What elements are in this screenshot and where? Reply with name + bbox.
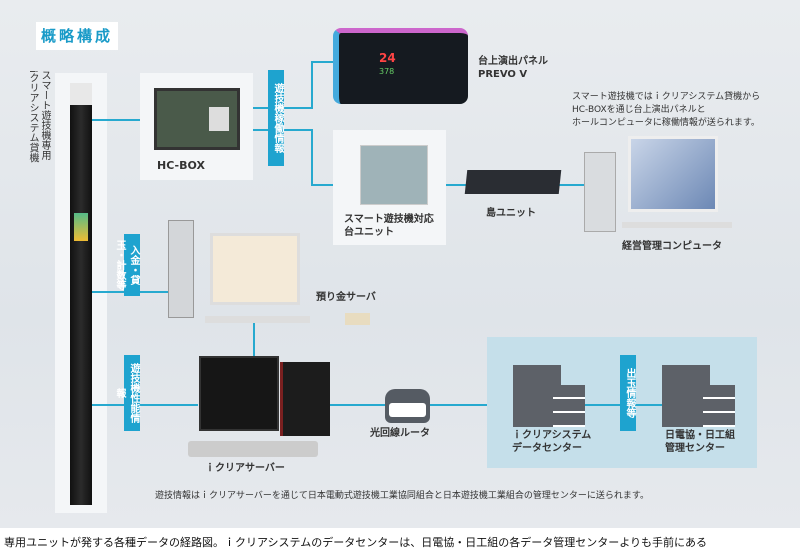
mgmt-center-server-icon <box>703 385 735 427</box>
deposit-server-label: 預り金サーバ <box>316 292 376 303</box>
iclear-server-label: ｉクリアサーバー <box>205 463 285 474</box>
smart-unit-label: スマート遊技機対応 台ユニット <box>344 214 434 238</box>
prevo-panel-device: 24 378 <box>333 28 468 104</box>
iclear-unit-device <box>70 83 92 505</box>
deposit-server-tower <box>168 220 194 318</box>
management-pc-tower <box>584 152 616 232</box>
datacenter-server-icon <box>553 385 585 427</box>
router-label: 光回線ルータ <box>370 428 430 439</box>
flow-label-payout: 出玉情報等 <box>620 355 636 431</box>
hc-box-device <box>154 88 240 150</box>
island-unit-label: 島ユニット <box>486 208 536 219</box>
flow-label-performance: 遊技機性能情報 <box>114 355 140 431</box>
island-unit-device <box>464 170 562 194</box>
prevo-label-1: 台上演出パネル <box>478 56 548 67</box>
diagram-canvas: 概略構成 スマート遊技機専用 iクリアシステム貸機 HC-BOX 遊技機稼働情報… <box>0 0 800 528</box>
iclear-server-tower <box>280 362 330 436</box>
bottom-note: 遊技情報はｉクリアサーバーを通じて日本電動式遊技機工業協同組合と日本遊技機工業組… <box>155 491 650 501</box>
flow-label-deposit: 入金・貸玉・計数等 <box>114 234 140 296</box>
router-icon <box>385 389 430 423</box>
management-pc-keyboard <box>622 222 732 228</box>
hc-box-label: HC-BOX <box>157 159 205 172</box>
mgmt-center-building-icon <box>662 365 710 427</box>
management-pc-label: 経営管理コンピュータ <box>622 241 722 252</box>
prevo-digit: 24 <box>379 51 396 65</box>
prevo-label-2: PREVO V <box>478 69 528 80</box>
caption: 専用ユニットが発する各種データの経路図。ｉクリアシステムのデータセンターは、日電… <box>4 536 708 549</box>
section-title: 概略構成 <box>36 22 118 50</box>
iclear-server-monitor <box>199 356 279 431</box>
card-reader <box>345 313 370 325</box>
unit-label: スマート遊技機専用 iクリアシステム貸機 <box>27 70 50 163</box>
smart-unit-device <box>360 145 428 205</box>
datacenter-label: ｉクリアシステム データセンター <box>512 430 592 454</box>
management-pc-monitor <box>628 136 718 212</box>
top-note: スマート遊技機ではｉクリアシステム貸機から HC-BOXを通じ台上演出パネルと … <box>572 92 761 128</box>
flow-label-operation: 遊技機稼働情報 <box>268 70 284 166</box>
prevo-digit: 378 <box>379 67 395 76</box>
mgmt-center-label: 日電協・日工組 管理センター <box>665 430 735 454</box>
deposit-server-monitor <box>210 233 300 305</box>
deposit-server-keyboard <box>205 316 310 323</box>
iclear-server-keyboard <box>188 441 318 457</box>
